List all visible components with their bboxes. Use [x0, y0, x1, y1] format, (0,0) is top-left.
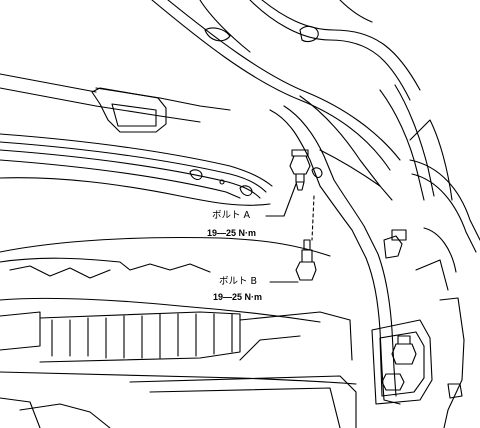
cowl-weatherstrip — [0, 133, 273, 206]
hood-support-strut — [0, 73, 231, 133]
cowl-grille — [0, 236, 357, 428]
bolt-a-icon — [289, 149, 311, 191]
bolt-b-label: ボルト B — [219, 276, 258, 287]
hood-hinge-bracket — [269, 95, 401, 405]
bolt-a-label: ボルト A — [212, 210, 251, 221]
bolt-b-torque: 19—25 N·m — [213, 292, 263, 302]
fender-hinge-assembly — [371, 159, 480, 428]
bolt-a-torque: 19—25 N·m — [207, 228, 257, 238]
bolt-b-icon — [295, 239, 317, 281]
bolt-a-leader-line — [265, 183, 297, 217]
bolt-b-alignment-line — [311, 195, 315, 241]
